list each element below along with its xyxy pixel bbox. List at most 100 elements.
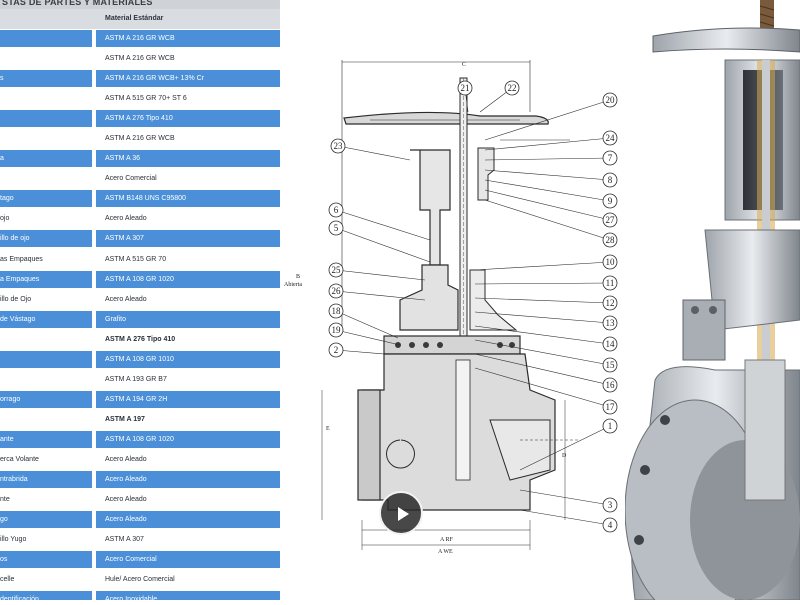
dim-b-sub-label: Abierta: [284, 282, 302, 288]
material-cell: ASTM A 197: [105, 415, 145, 423]
table-row: ASTM A 276 Tipo 410: [0, 110, 280, 130]
material-cell: ASTM A 216 GR WCB: [105, 55, 175, 63]
material-cell: ASTM A 216 GR WCB: [105, 135, 175, 143]
callout-number: 23: [334, 141, 344, 151]
callout-bubble: 16: [602, 377, 618, 393]
table-row: as Empaques ASTM A 515 GR 70: [0, 251, 280, 271]
part-name-cell: as Empaques: [0, 255, 43, 263]
part-name-cell: [0, 90, 92, 107]
callout-number: 11: [606, 278, 615, 288]
material-cell: ASTM A 515 GR 70: [105, 255, 167, 263]
callout-number: 3: [608, 500, 613, 510]
part-name-cell: erca Volante: [0, 455, 39, 463]
callout-number: 19: [332, 325, 342, 335]
table-row: ASTM A 216 GR WCB: [0, 30, 280, 50]
dim-d-label: D: [562, 453, 567, 459]
yoke: [410, 149, 451, 266]
part-name-cell: ntrabrida: [0, 471, 92, 489]
table-row: erca Volante Acero Aleado: [0, 451, 280, 471]
table-header: Material Estándar: [0, 9, 280, 29]
part-name-cell: [0, 30, 92, 47]
callout-number: 27: [606, 215, 616, 225]
part-name-cell: de Vástago: [0, 310, 92, 328]
callout-bubble: 18: [328, 303, 344, 319]
callout-number: 24: [606, 133, 616, 143]
bonnet: [399, 264, 459, 331]
part-name-cell: [0, 350, 92, 368]
table-row: dentificación Acero Inoxidable: [0, 591, 280, 600]
part-name-cell: [0, 411, 92, 428]
material-cell: Acero Aleado: [105, 295, 147, 303]
material-cell: Grafito: [96, 310, 280, 328]
material-cell: ASTM A 276 Tipo 410: [105, 335, 176, 343]
handwheel: [343, 111, 549, 125]
material-cell: ASTM A 108 GR 1020: [96, 430, 280, 448]
dim-c-label: C: [462, 62, 466, 68]
callout-number: 18: [332, 306, 342, 316]
material-cell: Acero Inoxidable: [96, 591, 280, 600]
valve-photo-svg: [625, 0, 800, 600]
callout-number: 20: [606, 95, 616, 105]
callout-number: 13: [606, 318, 616, 328]
part-name-cell: [0, 130, 92, 147]
part-name-cell: a: [0, 150, 92, 168]
callout-number: 2: [334, 345, 339, 355]
callout-number: 8: [608, 175, 613, 185]
callout-bubble: 12: [602, 295, 618, 311]
part-name-cell: os: [0, 551, 92, 569]
valve-cutaway-photo: [625, 0, 800, 600]
callout-bubble: 26: [328, 283, 344, 299]
material-cell: ASTM A 194 GR 2H: [96, 390, 280, 408]
material-cell: ASTM A 216 GR WCB+ 13% Cr: [96, 70, 280, 88]
callout-bubble: 24: [602, 130, 618, 146]
callout-bubble: 3: [602, 497, 618, 513]
callout-number: 21: [461, 83, 470, 93]
callout-bubble: 14: [602, 336, 618, 352]
table-row: ASTM A 276 Tipo 410: [0, 331, 280, 351]
part-name-cell: ojo: [0, 215, 10, 223]
video-play-button[interactable]: [379, 491, 423, 535]
callout-number: 14: [606, 339, 616, 349]
material-cell: Acero Aleado: [96, 471, 280, 489]
material-cell: ASTM A 193 GR B7: [105, 375, 167, 383]
table-row: ASTM A 216 GR WCB: [0, 130, 280, 150]
material-cell: ASTM A 276 Tipo 410: [96, 110, 280, 128]
part-name-cell: dentificación: [0, 591, 92, 600]
callout-bubble: 6: [328, 202, 344, 218]
material-cell: Acero Aleado: [105, 455, 147, 463]
inlet-flange: [357, 389, 381, 501]
material-cell: Hule/ Acero Comercial: [105, 576, 175, 584]
callout-number: 15: [606, 360, 616, 370]
callout-bubble: 9: [602, 193, 618, 209]
callout-number: 25: [332, 265, 342, 275]
callout-bubble: 4: [602, 517, 618, 533]
callout-number: 28: [606, 235, 616, 245]
table-row: ASTM A 216 GR WCB: [0, 50, 280, 70]
callout-bubble: 13: [602, 315, 618, 331]
callout-bubble: 28: [602, 232, 618, 248]
callout-bubble: 2: [328, 342, 344, 358]
material-cell: Acero Aleado: [105, 496, 147, 504]
material-cell: ASTM A 36: [96, 150, 280, 168]
header-material: Material Estándar: [105, 15, 164, 22]
callout-number: 1: [608, 421, 613, 431]
table-title: STAS DE PARTES Y MATERIALES: [0, 0, 280, 9]
callout-bubble: 25: [328, 262, 344, 278]
callout-bubble: 21: [457, 80, 473, 96]
material-cell: Acero Aleado: [96, 511, 280, 529]
callout-bubble: 22: [504, 80, 520, 96]
material-cell: ASTM A 108 GR 1020: [96, 270, 280, 288]
